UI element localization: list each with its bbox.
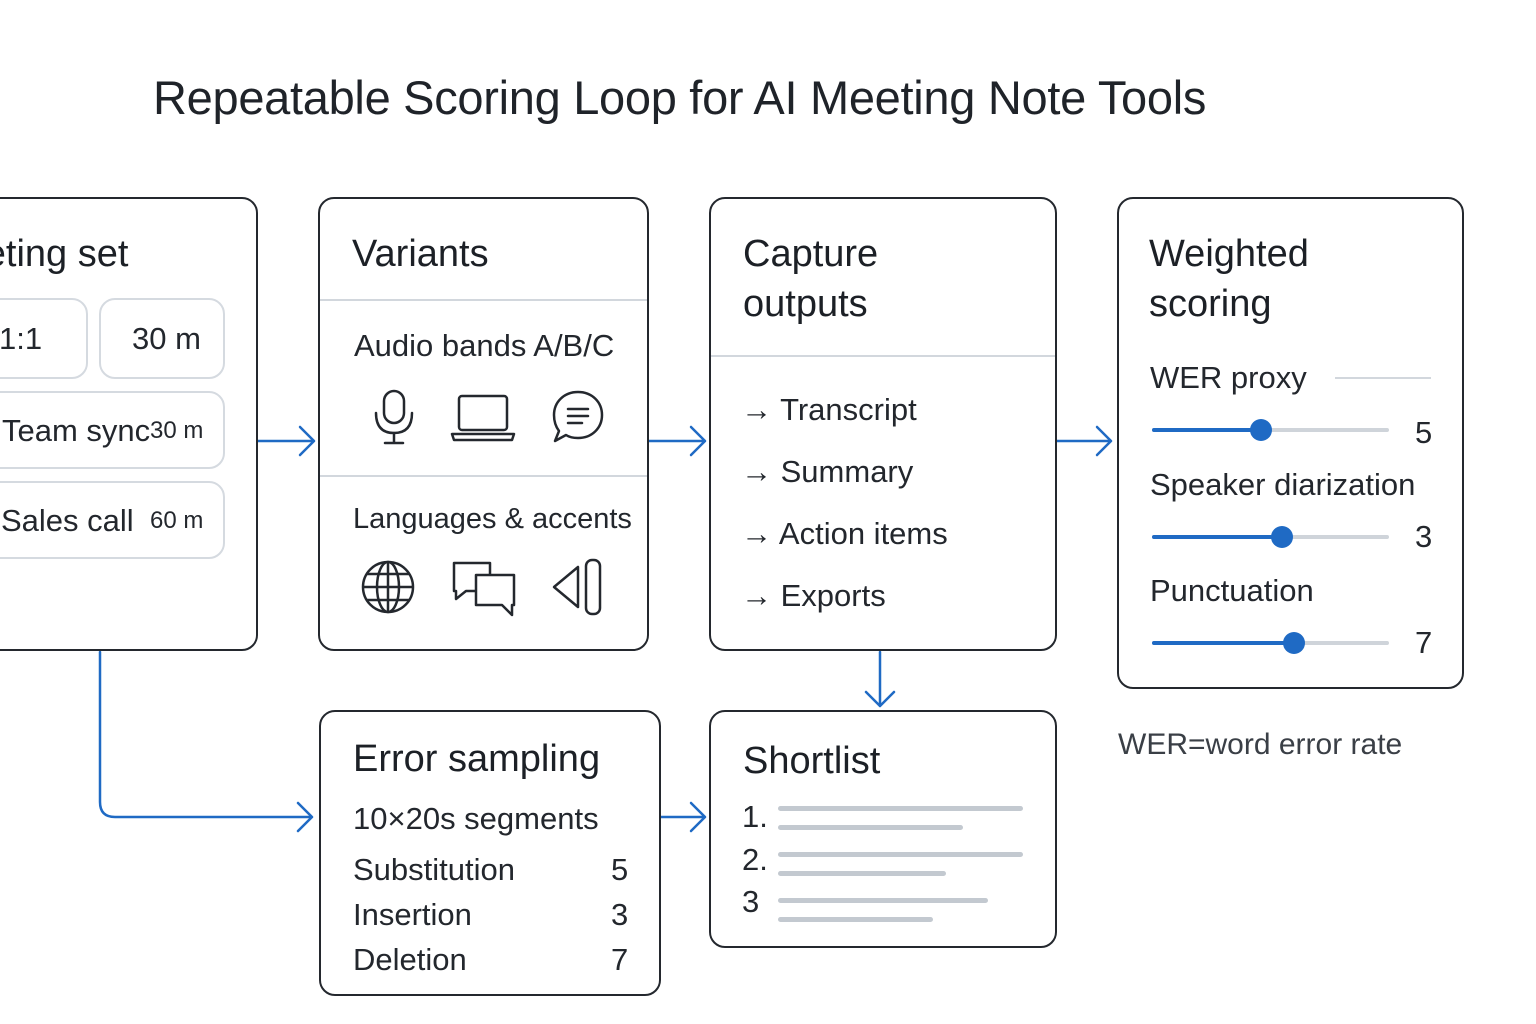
output-label: Action items [778,516,948,551]
chip-1on1-label: 1:1 [0,321,43,356]
slider-handle[interactable] [1283,632,1306,654]
shortlist-number: 1. [742,799,768,834]
speaker-icon [552,558,602,616]
chip-sales-call-label: Sales call [1,503,134,538]
arrow-glyph: → [741,516,772,551]
output-label: Transcript [780,392,917,427]
output-item-action-items: → Action items [741,516,948,552]
error-row-label: Substitution [353,852,515,887]
chip-team-sync-label: Team sync [2,413,151,448]
chip-sales-call[interactable]: Sales call 60 m [0,481,225,559]
error-sampling-card: Error sampling 10×20s segments Substitut… [319,710,661,996]
divider [711,355,1055,357]
variants-card: Variants Audio bands A/B/C Languages & a… [318,197,649,651]
divider [320,299,647,301]
capture-outputs-title: Capture outputs [743,233,879,325]
divider [320,475,647,477]
footnote-wer: WER=word error rate [1118,728,1403,761]
output-label: Summary [780,454,914,489]
slider-label-diarization: Speaker diarization [1150,467,1416,502]
chip-team-sync[interactable]: Team sync 30 m [0,391,225,469]
chip-1on1[interactable]: 1:1 [0,298,88,379]
placeholder-line [778,917,933,922]
variants-title: Variants [352,233,489,275]
chat-bubble-icon [552,390,604,443]
slider-diarization[interactable] [1152,526,1389,548]
error-row-label: Insertion [353,897,472,932]
arrow-meeting-to-variants [256,425,316,457]
slider-handle[interactable] [1250,419,1273,441]
error-row-value: 5 [611,852,629,887]
capture-outputs-card: Capture outputs → Transcript → Summary →… [709,197,1057,651]
chip-team-sync-duration: 30 m [150,417,204,444]
weighted-scoring-title: Weighted scoring [1149,233,1309,325]
slider-value-diarization: 3 [1415,519,1433,554]
error-sampling-title: Error sampling [353,738,601,780]
slider-label-wer: WER proxy [1150,360,1307,395]
output-item-summary: → Summary [741,454,913,490]
slider-fill [1152,428,1262,432]
arrow-glyph: → [741,392,772,427]
languages-label: Languages & accents [353,503,632,535]
slider-value-punctuation: 7 [1415,625,1433,660]
microphone-icon [374,389,414,445]
shortlist-title: Shortlist [743,740,881,782]
arrow-glyph: → [741,454,772,489]
slider-punctuation[interactable] [1152,632,1389,654]
arrow-variants-to-capture [647,425,707,457]
label-rule [1335,377,1431,379]
placeholder-line [778,871,946,876]
meeting-set-title: Meeting set [0,233,129,275]
error-sampling-subtitle: 10×20s segments [353,801,599,836]
placeholder-line [778,852,1023,857]
shortlist-number: 3 [742,884,760,919]
weighted-scoring-card: Weighted scoring WER proxy 5 Speaker dia… [1117,197,1464,689]
error-row-label: Deletion [353,942,467,977]
placeholder-line [778,806,1023,811]
chip-30m-label: 30 m [132,321,201,356]
diagram-title: Repeatable Scoring Loop for AI Meeting N… [153,71,1207,124]
globe-icon [361,560,415,614]
arrow-error-to-shortlist [659,801,707,833]
error-row-value: 7 [611,942,629,977]
conversation-icon [452,561,516,617]
error-row-value: 3 [611,897,629,932]
placeholder-line [778,898,988,903]
chip-30m[interactable]: 30 m [99,298,225,379]
arrow-capture-to-shortlist [864,650,896,708]
arrow-capture-to-scoring [1055,425,1113,457]
shortlist-card: Shortlist 1. 2. 3 [709,710,1057,948]
audio-bands-label: Audio bands A/B/C [354,328,615,363]
slider-fill [1152,535,1283,539]
output-label: Exports [780,578,886,613]
slider-fill [1152,641,1295,645]
shortlist-number: 2. [742,842,768,877]
slider-handle[interactable] [1271,526,1294,548]
output-item-transcript: → Transcript [741,392,917,428]
output-item-exports: → Exports [741,578,886,614]
slider-label-punctuation: Punctuation [1150,573,1314,608]
meeting-set-card: Meeting set 1:1 30 m Team sync 30 m Sale… [0,197,258,651]
arrow-meeting-to-error-sampling [98,650,314,833]
laptop-icon [450,394,516,442]
arrow-glyph: → [741,578,772,613]
slider-value-wer: 5 [1415,415,1433,450]
placeholder-line [778,825,963,830]
chip-sales-call-duration: 60 m [150,507,204,534]
slider-wer[interactable] [1152,419,1389,441]
